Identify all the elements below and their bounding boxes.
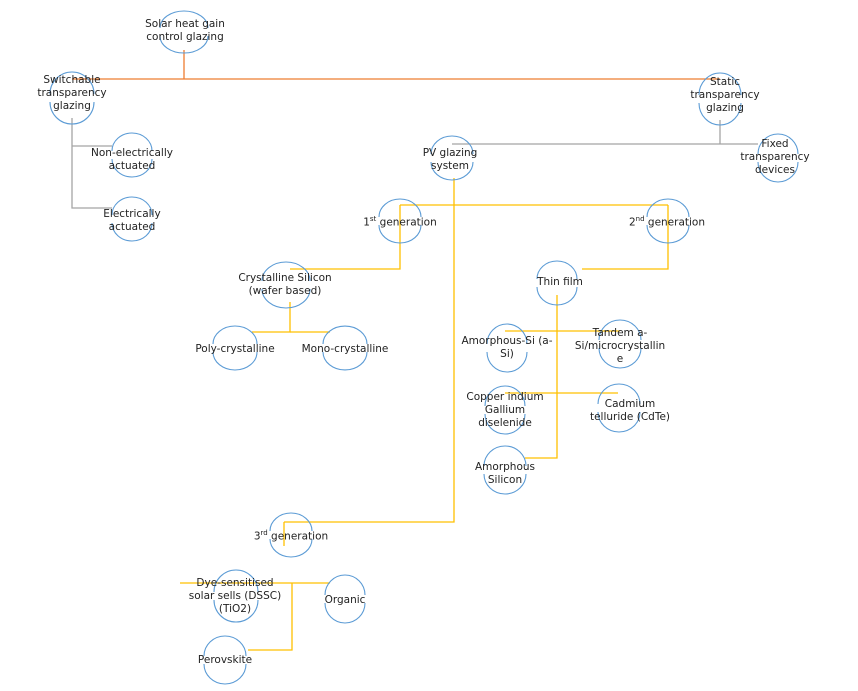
arc-gen3-top [269,512,313,532]
arc-perovskite-bottom [203,663,247,685]
arc-crystalline-bottom [261,288,311,309]
arc-solar-top [159,10,209,29]
arc-switchable-top [49,71,95,95]
arc-cdte-bottom [597,411,641,433]
arc-poly-top [212,325,258,345]
arc-cigs-top [484,385,526,407]
connector-dssc-perovskite [248,583,293,651]
arc-thinfilm-bottom [536,286,578,306]
node-crystalline-silicon: Crystalline Silicon (wafer based) [238,272,332,298]
arc-cigs-bottom [484,413,526,435]
arc-asi-top [486,323,528,345]
connector-thinfilm-trunk [525,295,558,459]
node-fixed-transparency: Fixed transparency devices [740,138,810,177]
arc-mono-bottom [322,351,368,371]
arc-gen2-top [646,198,690,218]
node-perovskite: Perovskite [197,654,253,666]
arc-fixed-top [757,133,799,155]
node-1st-generation: 1st generation [363,215,437,229]
node-cdte: Cadmium telluride (CdTe) [589,398,671,424]
node-organic: Organic [324,594,366,606]
node-pv-glazing: PV glazing system [422,147,478,173]
arc-organic-bottom [324,602,366,624]
node-arcs [49,10,799,685]
node-amorphous-si: Amorphous-Si (a- Si) [461,335,553,361]
node-switchable: Switchable transparency glazing [37,74,107,113]
arc-tandem-bottom [598,347,642,369]
arc-pv-bottom [430,161,474,181]
node-poly-crystalline: Poly-crystalline [195,343,275,355]
arc-perovskite-top [203,635,247,657]
arc-non-electric-top [111,132,153,152]
connector-crystalline-poly [252,302,291,333]
arc-amorphous-top [483,445,527,467]
node-2nd-generation: 2nd generation [628,215,706,229]
arc-gen1-bottom [378,224,422,244]
arc-gen2-bottom [646,224,690,244]
node-amorphous-silicon: Amorphous Silicon [474,461,536,487]
arc-electric-bottom [111,222,153,242]
arc-static-bottom [698,102,742,126]
connector-switchable-branch [71,118,112,209]
arc-fixed-bottom [757,161,799,183]
node-mono-crystalline: Mono-crystalline [301,343,389,355]
arc-organic-top [324,574,366,596]
node-cigs: Copper indium Gallium diselenide [466,391,544,430]
arc-gen1-top [378,198,422,218]
connector-gen2-thinfilm [582,205,669,270]
node-solar-heat-gain: Solar heat gain control glazing [145,18,225,44]
arc-switchable-bottom [49,101,95,125]
arc-electric-top [111,196,153,216]
arc-mono-top [322,325,368,345]
node-electrically-actuated: Electrically actuated [103,208,161,234]
node-static: Static transparency glazing [690,76,760,115]
arc-static-top [698,72,742,96]
arc-gen3-bottom [269,538,313,558]
node-dssc: Dye-sensitised solar sells (DSSC) (TiO2) [188,577,282,616]
arc-asi-bottom [486,351,528,373]
node-3rd-generation: 3rd generation [253,529,329,543]
connector-gen1-crystalline [290,205,401,270]
arc-dssc-bottom [213,599,259,623]
arc-crystalline-top [261,261,311,282]
arc-non-electric-bottom [111,158,153,178]
arc-cdte-top [597,383,641,405]
connector-pv-trunk [284,178,455,523]
node-thin-film: Thin film [537,276,583,288]
node-non-electrically-actuated: Non-electrically actuated [91,147,173,173]
arc-dssc-top [213,569,259,593]
arc-pv-top [430,135,474,155]
arc-solar-bottom [159,35,209,54]
arc-amorphous-bottom [483,473,527,495]
arc-poly-bottom [212,351,258,371]
arc-tandem-top [598,319,642,341]
arc-thinfilm-top [536,260,578,280]
node-tandem: Tandem a- Si/microcrystallin e [574,327,666,366]
